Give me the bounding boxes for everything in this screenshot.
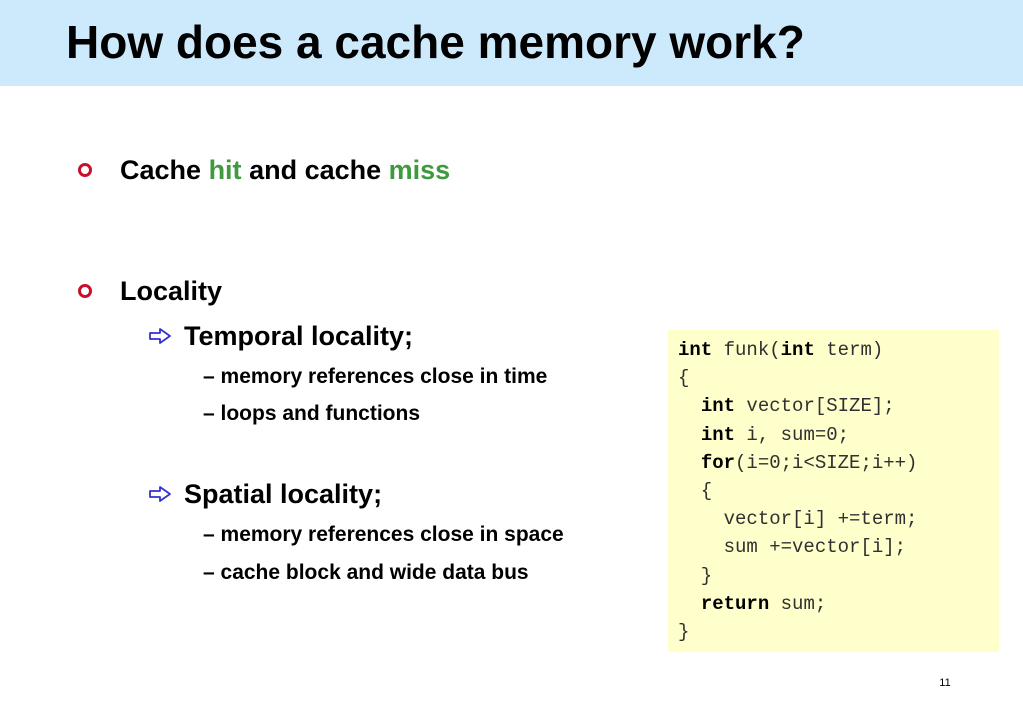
code-keyword: for [700, 451, 736, 474]
code-text: { [678, 367, 690, 390]
sub-bullet-spatial-locality: Spatial locality; [148, 478, 382, 510]
code-line: for(i=0;i<SIZE;i++) [678, 449, 999, 477]
temporal-item-text: loops and functions [220, 402, 421, 425]
code-line: int vector[SIZE]; [678, 392, 999, 420]
bullet-locality: Locality [78, 275, 222, 307]
code-text: { [678, 479, 713, 502]
text-locality: Locality [120, 276, 223, 306]
code-text: } [678, 564, 713, 587]
bullet-circle-icon [78, 162, 92, 177]
code-text [678, 424, 701, 446]
dash: – [203, 402, 221, 425]
sub-bullet-temporal-locality: Temporal locality; [148, 320, 413, 352]
code-listing: int funk(int term){ int vector[SIZE]; in… [668, 330, 999, 652]
code-text: funk( [712, 339, 781, 361]
code-text: vector[SIZE]; [735, 395, 895, 418]
code-line: } [678, 618, 999, 646]
code-line: return sum; [678, 590, 999, 618]
code-text [678, 395, 701, 417]
temporal-item-text: memory references close in time [220, 365, 548, 388]
code-text [678, 452, 701, 474]
temporal-item: – loops and functions [203, 401, 420, 427]
code-line: sum +=vector[i]; [678, 533, 999, 561]
page-number: 11 [939, 677, 951, 689]
spatial-item-text: memory references close in space [220, 523, 564, 546]
code-line: int i, sum=0; [678, 421, 999, 449]
dash: – [203, 365, 221, 388]
temporal-item: – memory references close in time [203, 364, 547, 390]
spatial-item: – cache block and wide data bus [203, 560, 529, 586]
text-temporal-locality: Temporal locality; [184, 321, 414, 351]
text-cache: Cache [120, 155, 202, 185]
arrow-right-icon [149, 327, 171, 344]
spatial-item: – memory references close in space [203, 522, 564, 548]
code-keyword: int [700, 395, 736, 418]
code-text: term) [814, 339, 884, 361]
code-keyword: int [700, 423, 736, 446]
spatial-item-text: cache block and wide data bus [220, 561, 529, 584]
code-keyword: int [678, 339, 713, 361]
text-and-cache: and cache [249, 155, 382, 185]
code-text: } [678, 620, 690, 643]
text-spatial-locality: Spatial locality; [184, 479, 383, 509]
code-line: { [678, 477, 999, 505]
text-miss: miss [388, 155, 451, 185]
arrow-right-icon [149, 485, 171, 502]
dash: – [203, 561, 221, 584]
text-hit: hit [208, 155, 242, 185]
code-text: (i=0;i<SIZE;i++) [735, 451, 918, 474]
bullet-cache-hit-miss: Cache hit and cache miss [78, 154, 450, 186]
code-keyword: return [700, 592, 770, 615]
code-line: } [678, 562, 999, 590]
code-text: sum +=vector[i]; [678, 536, 907, 559]
code-text: i, sum=0; [735, 423, 850, 446]
dash: – [203, 523, 221, 546]
code-text [678, 593, 701, 615]
code-keyword: int [780, 339, 815, 361]
title-bar [0, 0, 1023, 86]
code-text: sum; [769, 592, 827, 615]
code-line: vector[i] +=term; [678, 505, 999, 533]
code-line: int funk(int term) [678, 336, 999, 364]
slide-title: How does a cache memory work? [66, 16, 805, 68]
code-line: { [678, 364, 999, 392]
code-text: vector[i] +=term; [678, 508, 918, 531]
bullet-circle-icon [78, 283, 92, 298]
